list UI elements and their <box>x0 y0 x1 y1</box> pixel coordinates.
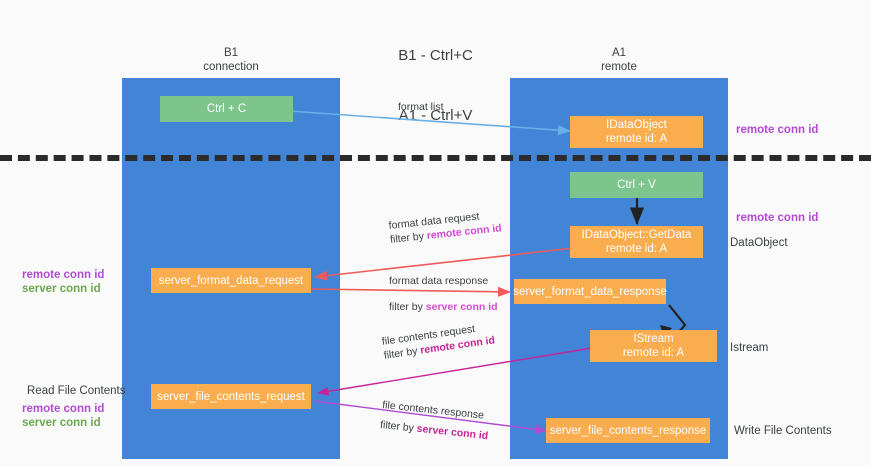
filter-prefix: filter by <box>383 344 422 362</box>
column-header-a1-name: A1 <box>611 47 627 59</box>
dashed-divider <box>0 155 871 161</box>
edge-label-file-contents-request: file contents request filter by remote c… <box>381 319 496 362</box>
left-note-file-conn-ids: remote conn id server conn id <box>22 402 104 430</box>
node-server-format-data-response[interactable]: server_format_data_response <box>513 279 667 304</box>
node-idataobject-title: IDataObject <box>606 119 667 131</box>
node-server-file-contents-response[interactable]: server_file_contents_response <box>546 418 710 443</box>
column-header-b1-sub: connection <box>203 61 259 73</box>
node-server-file-contents-request[interactable]: server_file_contents_request <box>151 384 311 409</box>
left-note-file-remote-conn-id: remote conn id <box>22 403 105 415</box>
filter-prefix: filter by <box>389 230 428 246</box>
filter-value-server-conn-id: server conn id <box>416 422 489 443</box>
left-note-format-remote-conn-id: remote conn id <box>22 269 105 281</box>
left-note-read-file-contents: Read File Contents <box>27 385 126 397</box>
node-ctrl-v[interactable]: Ctrl + V <box>570 172 703 198</box>
right-note-istream: Istream <box>730 342 769 354</box>
node-ctrl-c-label: Ctrl + C <box>206 103 247 115</box>
column-header-b1-name: B1 <box>223 47 239 59</box>
node-server-format-data-request-label: server_format_data_request <box>158 274 304 287</box>
column-header-a1-sub: remote <box>601 61 637 73</box>
node-istream-title: IStream <box>633 333 674 345</box>
node-istream[interactable]: IStream remote id: A <box>590 330 717 362</box>
node-ctrl-c[interactable]: Ctrl + C <box>160 96 293 122</box>
right-note-remote-conn-id-mid: remote conn id <box>736 212 819 224</box>
filter-prefix: filter by <box>389 301 426 313</box>
node-idataobject-getdata[interactable]: IDataObject::GetData remote id: A <box>570 226 703 258</box>
node-server-format-data-response-label: server_format_data_response <box>513 285 667 298</box>
left-note-format-server-conn-id: server conn id <box>22 283 101 295</box>
edge-label-file-contents-response: file contents response filter by server … <box>379 398 491 443</box>
node-server-file-contents-request-label: server_file_contents_request <box>157 390 305 403</box>
column-header-b1: B1 connection <box>122 46 340 74</box>
title-line-1: B1 - Ctrl+C <box>398 47 473 64</box>
edge-label-format-data-request: format data request filter by remote con… <box>388 207 502 247</box>
left-note-format-conn-ids: remote conn id server conn id <box>22 268 104 296</box>
edge-label-format-data-response-filter: filter by server conn id <box>389 300 498 314</box>
filter-prefix: filter by <box>379 418 418 435</box>
node-getdata-subtitle: remote id: A <box>605 243 668 255</box>
edge-label-format-data-response-text: format data response <box>389 275 489 287</box>
column-header-a1: A1 remote <box>510 46 728 74</box>
node-server-format-data-request[interactable]: server_format_data_request <box>151 268 311 293</box>
node-getdata-title: IDataObject::GetData <box>581 229 692 241</box>
left-note-file-server-conn-id: server conn id <box>22 417 101 429</box>
node-ctrl-v-label: Ctrl + V <box>617 179 656 191</box>
right-note-write-file-contents: Write File Contents <box>734 425 832 437</box>
edge-label-file-contents-response-filter: filter by server conn id <box>379 418 489 443</box>
filter-value-server-conn-id: server conn id <box>425 301 498 313</box>
edge-label-format-list: format list <box>398 100 444 114</box>
edge-label-format-list-text: format list <box>398 101 444 113</box>
right-note-dataobject: DataObject <box>730 237 788 249</box>
node-server-file-contents-response-label: server_file_contents_response <box>549 424 707 437</box>
node-istream-subtitle: remote id: A <box>622 347 685 359</box>
left-note-read-file-contents-group: Read File Contents <box>27 384 125 398</box>
node-idataobject-subtitle: remote id: A <box>605 133 668 145</box>
node-idataobject[interactable]: IDataObject remote id: A <box>570 116 703 148</box>
edge-label-format-data-response: format data response filter by server co… <box>389 274 498 314</box>
right-note-remote-conn-id-top: remote conn id <box>736 124 819 136</box>
